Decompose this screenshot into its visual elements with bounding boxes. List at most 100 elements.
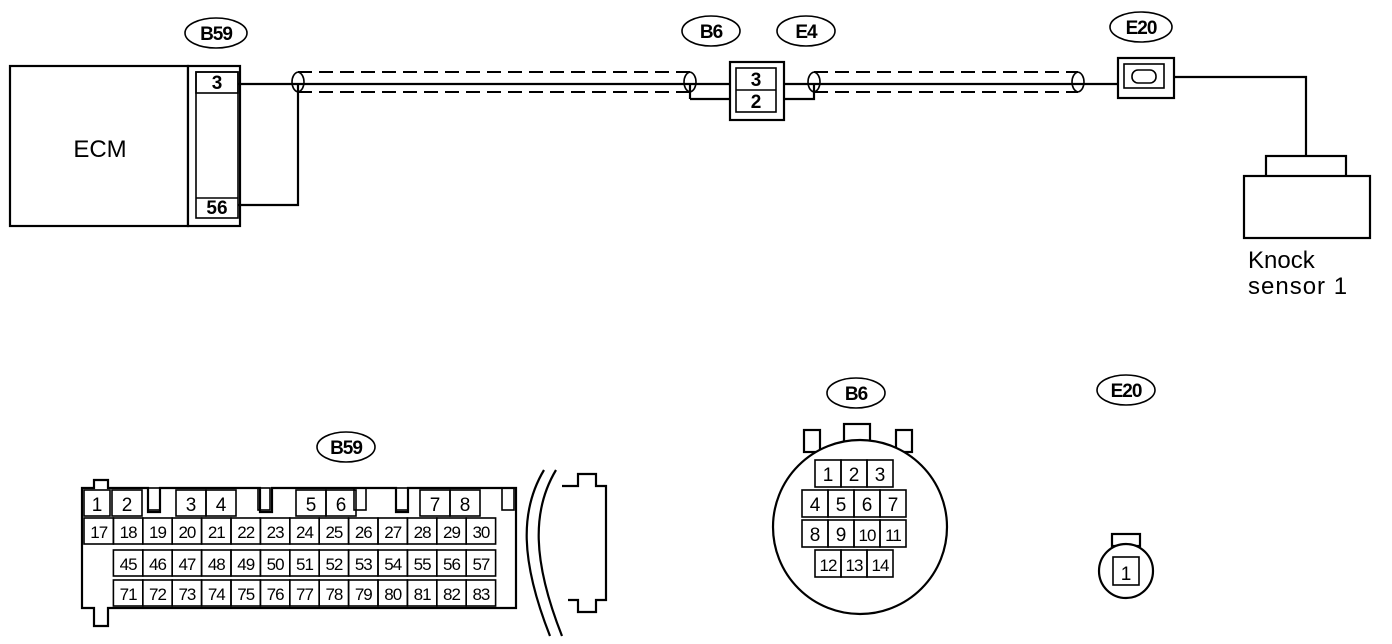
svg-text:E20: E20 (1126, 18, 1157, 39)
e20-pin-1: 1 (1121, 564, 1132, 585)
b6-pin-cell (866, 459, 894, 488)
b59-pin: 6 (336, 495, 347, 516)
ecm-pin-3-cell (195, 71, 239, 94)
b6-housing (771, 422, 949, 616)
b6-pin: 14 (872, 556, 889, 575)
b59-pin: 1 (92, 495, 103, 516)
b59-pin: 5 (306, 495, 317, 516)
b6-tag-top: B6 (681, 15, 741, 47)
ecm-pin-56: 56 (206, 198, 227, 219)
b59-pin: 52 (325, 555, 342, 574)
b59-pin: 50 (267, 555, 284, 574)
b6-pin: 2 (849, 465, 860, 486)
knock-sensor-label-line1: Knock (1248, 247, 1316, 274)
b59-pin: 4 (216, 495, 227, 516)
e20-tag-top: E20 (1109, 11, 1173, 43)
b59-pin: 28 (414, 523, 431, 542)
b59-pin: 56 (443, 555, 460, 574)
b59-pin: 57 (472, 555, 489, 574)
b59-pin: 26 (355, 523, 372, 542)
b59-pin: 71 (120, 585, 137, 604)
b59-pin: 73 (178, 585, 195, 604)
b59-tag-top: B59 (184, 17, 248, 49)
b59-pin: 53 (355, 555, 372, 574)
b59-pin: 24 (296, 523, 313, 542)
b59-latch (562, 472, 608, 614)
knock-sensor-top (1264, 154, 1348, 180)
b59-pin: 18 (120, 523, 137, 542)
b59-pin: 48 (208, 555, 225, 574)
b59-pin: 45 (120, 555, 137, 574)
b59-pin: 54 (384, 555, 401, 574)
b59-row1 (83, 489, 481, 517)
svg-text:B6: B6 (845, 384, 868, 405)
svg-text:B6: B6 (700, 22, 723, 43)
b6-pin: 5 (836, 495, 847, 516)
b59-pin: 7 (430, 495, 441, 516)
ecm-pin-3: 3 (212, 73, 223, 94)
b6-pin: 4 (810, 495, 821, 516)
b59-pin-cell (465, 549, 497, 577)
svg-text:B59: B59 (330, 438, 362, 459)
b59-pin: 51 (296, 555, 313, 574)
b6-pin-cell (879, 489, 907, 518)
b6-pin: 10 (859, 526, 876, 545)
ecm-box (8, 64, 190, 228)
b59-pin: 80 (384, 585, 401, 604)
b59-pin: 81 (414, 585, 431, 604)
b59-pin: 17 (90, 523, 107, 542)
b59-pin: 78 (325, 585, 342, 604)
b59-tag-bottom: B59 (316, 431, 376, 463)
b6-pin: 6 (862, 495, 873, 516)
ecm-label: ECM (73, 136, 126, 163)
b6-pin: 8 (810, 525, 821, 546)
b59-pin: 25 (325, 523, 342, 542)
b6-pin: 7 (888, 495, 899, 516)
b59-pin: 72 (149, 585, 166, 604)
knock-sensor-label-line2: sensor 1 (1248, 273, 1348, 300)
b59-pin: 20 (178, 523, 195, 542)
b59-pin: 55 (414, 555, 431, 574)
b59-pin: 79 (355, 585, 372, 604)
b59-pin: 2 (122, 495, 133, 516)
junction-connector (728, 60, 786, 122)
b59-pin-cell (465, 579, 497, 607)
b59-pin: 82 (443, 585, 460, 604)
b6-pin: 1 (823, 465, 834, 486)
b59-pin: 77 (296, 585, 313, 604)
b59-housing (80, 478, 518, 628)
b59-pin: 49 (237, 555, 254, 574)
b59-pin: 74 (208, 585, 225, 604)
b6-pin: 11 (885, 526, 901, 545)
b59-pin: 8 (460, 495, 471, 516)
svg-text:B59: B59 (200, 24, 232, 45)
b6-pin: 9 (836, 525, 847, 546)
sensor-wire (1174, 75, 1308, 156)
b59-harness-curve-2 (537, 469, 564, 637)
b59-pin: 29 (443, 523, 460, 542)
b59-pin: 47 (178, 555, 195, 574)
b59-pin-cell (465, 517, 497, 545)
b59-pin: 23 (267, 523, 284, 542)
b59-pin: 83 (472, 585, 489, 604)
e4-tag-top: E4 (776, 15, 836, 47)
b59-pin: 27 (384, 523, 401, 542)
b59-pin: 76 (267, 585, 284, 604)
b59-pin: 30 (472, 523, 489, 542)
b59-pin: 75 (237, 585, 254, 604)
b59-harness-curve-1 (525, 469, 552, 637)
b59-pin: 3 (186, 495, 197, 516)
knock-sensor-body (1242, 174, 1372, 240)
b59-pin: 46 (149, 555, 166, 574)
svg-text:E20: E20 (1111, 381, 1142, 402)
b59-pin: 21 (208, 523, 225, 542)
b6-pin-cell (866, 549, 894, 578)
b6-pin: 12 (820, 556, 837, 575)
junction-pin-2: 2 (751, 92, 762, 113)
b6-pin: 3 (875, 465, 886, 486)
svg-text:E4: E4 (795, 22, 818, 43)
b6-pin-cell (879, 519, 907, 548)
